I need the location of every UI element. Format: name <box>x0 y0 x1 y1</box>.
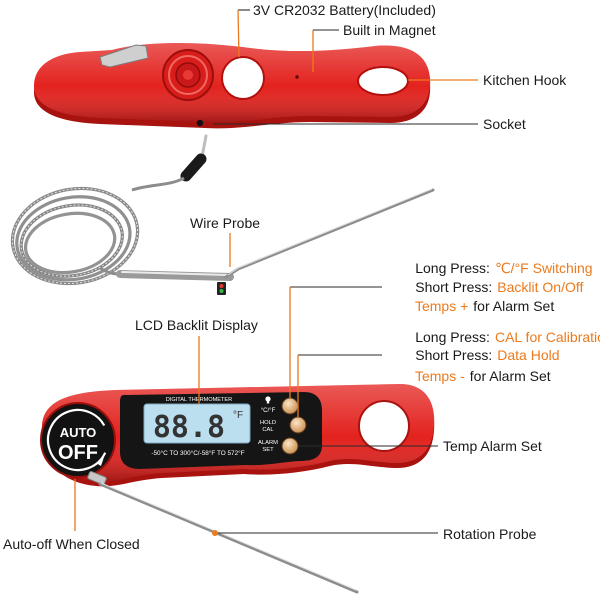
long-press-prefix: Long Press: <box>415 329 490 345</box>
button-hold-label: HOLD <box>260 420 276 426</box>
socket-port <box>196 119 204 127</box>
wire-probe-label: Wire Probe <box>190 215 260 231</box>
probe-needle <box>224 188 435 279</box>
coil-texture <box>11 187 139 285</box>
rotation-probe-marker <box>212 530 218 536</box>
socket-label: Socket <box>483 116 526 132</box>
kitchen-hook-label: Kitchen Hook <box>483 72 567 88</box>
temps-plus: Temps + <box>415 298 468 314</box>
probe-handle-highlight <box>121 271 229 276</box>
leader-lines <box>74 9 478 536</box>
middle-button-temps: Temps - for Alarm Set <box>388 368 570 384</box>
battery-hole <box>221 56 265 100</box>
battery-label: 3V CR2032 Battery(Included) <box>253 2 436 18</box>
lightbulb-icon <box>265 396 271 404</box>
jack-body <box>180 153 207 182</box>
long-press-prefix: Long Press: <box>415 260 490 276</box>
magnet-button <box>162 49 214 101</box>
short-press-action: Data Hold <box>497 347 559 363</box>
bottom-thermometer: AUTO OFF DIGITAL THERMOMETER 88.8 °F -50… <box>40 384 435 594</box>
lcd-label: LCD Backlit Display <box>135 317 258 333</box>
kitchen-hook-hole <box>357 66 409 96</box>
lcd-unit: °F <box>233 410 243 421</box>
sensor-marker-icon <box>217 282 226 295</box>
hinge-plate <box>99 44 149 68</box>
range-text: -50°C TO 300°C/-58°F TO 572°F <box>151 449 244 457</box>
auto-off-ring <box>46 408 110 472</box>
lightbulb-bulb <box>265 396 271 402</box>
probe-handle <box>116 270 234 281</box>
cable <box>131 176 185 192</box>
lcd-screen <box>143 403 251 444</box>
top-button-temps: Temps + for Alarm Set <box>388 298 574 314</box>
coil-texture <box>20 204 123 277</box>
sensor-marker-base <box>217 282 226 295</box>
sensor-marker-green <box>219 289 224 293</box>
button-alarm-label: ALARM <box>258 440 278 446</box>
temps-minus: Temps - <box>415 368 465 384</box>
coil-loop <box>15 195 132 282</box>
temps-suffix: for Alarm Set <box>470 368 551 384</box>
battery-leader <box>237 9 240 58</box>
magnet-center <box>183 70 193 80</box>
auto-off-badge: AUTO OFF <box>40 402 116 478</box>
top-thermometer <box>34 43 431 129</box>
magnet-label: Built in Magnet <box>343 22 436 38</box>
jack-tip <box>200 134 208 159</box>
lightbulb-base <box>266 401 270 404</box>
lcd-reading: 88.8 <box>153 410 225 445</box>
unit-backlight-button <box>281 397 299 415</box>
button-cal-label: CAL <box>262 427 274 433</box>
wire-probe-assembly <box>10 134 435 295</box>
hold-cal-button <box>289 416 307 434</box>
button-unit-label: °C/°F <box>261 408 276 414</box>
probe-needle-highlight <box>227 188 433 276</box>
cable-coil <box>10 186 140 286</box>
button-set-label: SET <box>262 447 274 453</box>
rotation-probe-needle <box>98 482 359 594</box>
magnet-dot <box>295 75 299 79</box>
middle-button-long-press: Long Press: CAL for Calibration <box>388 329 600 345</box>
top-button-long-press: Long Press: ℃/°F Switching <box>388 260 600 276</box>
sensor-marker-red <box>219 284 224 288</box>
short-press-action: Backlit On/Off <box>497 279 583 295</box>
temps-suffix: for Alarm Set <box>473 298 554 314</box>
auto-off-circle <box>40 402 116 478</box>
auto-off-off-text: OFF <box>58 442 98 464</box>
auto-off-auto-text: AUTO <box>60 425 97 440</box>
middle-button-short-press: Short Press: Data Hold <box>388 347 579 363</box>
top-button-short-press: Short Press: Backlit On/Off <box>388 279 600 295</box>
rotation-probe-label: Rotation Probe <box>443 526 537 542</box>
long-press-action: CAL for Calibration <box>495 329 600 345</box>
rotation-probe-highlight <box>100 482 357 591</box>
hanging-hole <box>358 400 410 452</box>
coil-loop <box>23 211 117 275</box>
magnet-mid-ring <box>168 55 208 95</box>
long-press-action: ℃/°F Switching <box>495 260 593 276</box>
alarm-set-label: Temp Alarm Set <box>443 438 542 454</box>
auto-off-arrow-icon <box>96 457 104 466</box>
callout-labels: 3V CR2032 Battery(Included) Built in Mag… <box>3 2 600 552</box>
short-press-prefix: Short Press: <box>415 347 492 363</box>
auto-off-label: Auto-off When Closed <box>3 536 140 552</box>
alarm-set-button <box>281 437 299 455</box>
short-press-prefix: Short Press: <box>415 279 492 295</box>
probe-hinge <box>87 471 107 485</box>
